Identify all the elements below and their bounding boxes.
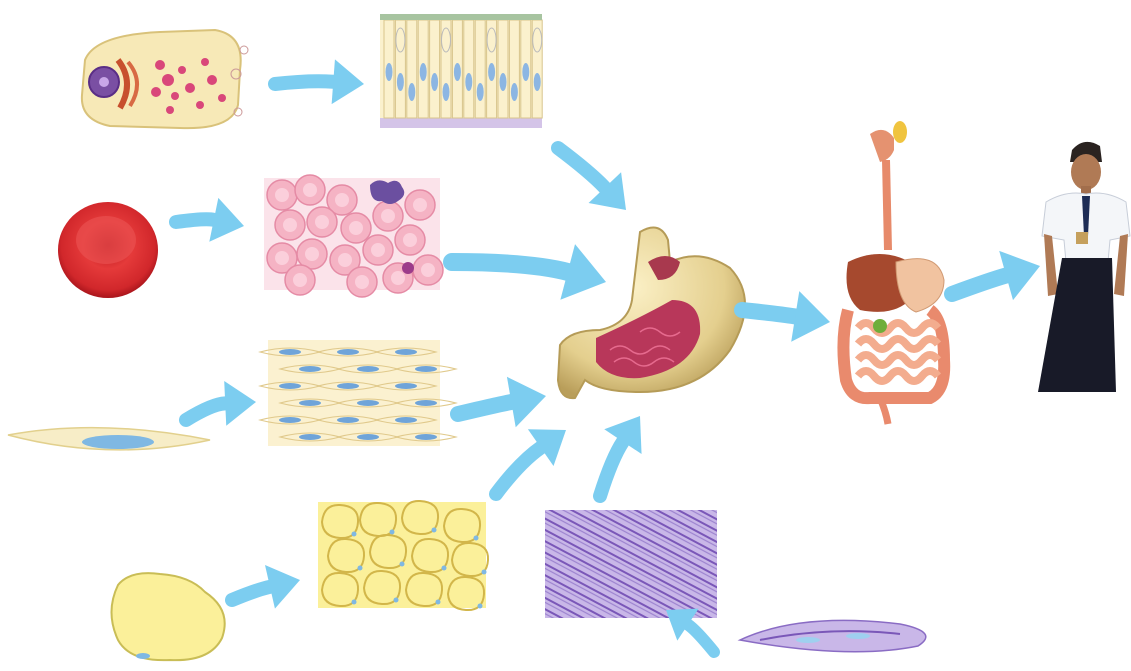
arrow-icon — [232, 565, 300, 609]
student-organism-icon — [1038, 142, 1130, 392]
arrow-icon — [600, 416, 642, 496]
arrow-icon — [742, 291, 830, 342]
red-blood-cell-icon — [58, 202, 158, 298]
digestive-system-icon — [843, 121, 944, 424]
smooth-muscle-cell-icon — [8, 428, 210, 450]
arrow-icon — [496, 429, 566, 494]
arrow-icon — [952, 251, 1040, 300]
skeletal-muscle-tissue-icon — [545, 510, 717, 618]
arrow-icon — [176, 198, 244, 242]
arrow-icon — [458, 377, 546, 427]
arrow-icon — [452, 244, 606, 300]
arrow-icon — [186, 381, 256, 426]
epithelial-tissue-icon — [380, 14, 542, 128]
adipose-tissue-icon — [318, 501, 488, 610]
muscle-fiber-cell-icon — [740, 620, 926, 651]
arrow-icon — [558, 148, 626, 210]
blood-tissue-icon — [264, 175, 443, 297]
arrow-icon — [275, 59, 364, 104]
fat-cell-icon — [112, 573, 225, 660]
secretory-cell-icon — [82, 30, 248, 128]
stomach-organ-icon — [558, 228, 745, 399]
smooth-muscle-tissue-icon — [260, 340, 456, 446]
